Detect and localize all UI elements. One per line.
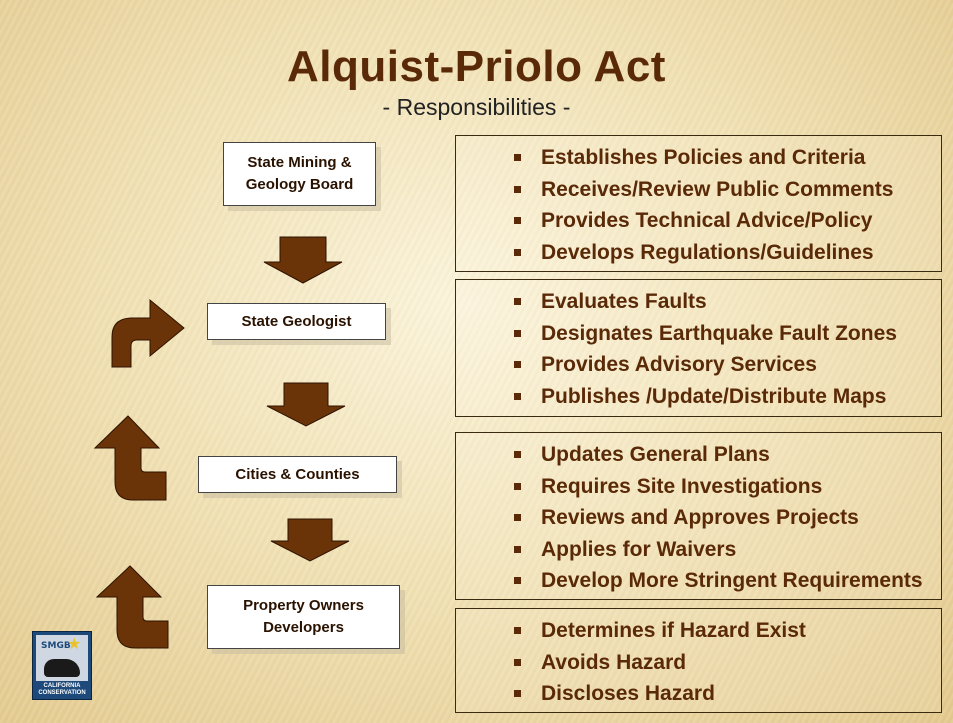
- list-item: Applies for Waivers: [456, 534, 941, 566]
- list-item: Updates General Plans: [456, 439, 941, 471]
- bear-icon: [44, 659, 80, 677]
- conservation-logo: SMGB ★ CALIFORNIA CONSERVATION: [32, 631, 92, 700]
- bullet-icon: [514, 482, 521, 490]
- bullet-icon: [514, 154, 521, 161]
- bullet-icon: [514, 658, 521, 666]
- list-item: Evaluates Faults: [456, 286, 941, 318]
- logo-initials: SMGB: [41, 641, 71, 651]
- list-item: Reviews and Approves Projects: [456, 502, 941, 534]
- down-arrow-icon: [263, 236, 343, 284]
- slide-subtitle: - Responsibilities -: [382, 94, 571, 120]
- bullet-icon: [514, 392, 521, 400]
- bullet-icon: [514, 545, 521, 553]
- curved-arrow-icon: [95, 565, 169, 649]
- list-item: Publishes /Update/Distribute Maps: [456, 381, 941, 413]
- logo-caption: CALIFORNIA CONSERVATION: [38, 683, 86, 696]
- curved-arrow-icon: [111, 298, 185, 368]
- bullet-icon: [514, 627, 521, 634]
- bullet-icon: [514, 298, 521, 305]
- list-item: Provides Advisory Services: [456, 349, 941, 381]
- role-label: Cities & Counties: [235, 465, 360, 483]
- role-box-state-geologist: State Geologist: [207, 303, 386, 340]
- list-item: Avoids Hazard: [456, 647, 941, 679]
- responsibility-list: Determines if Hazard Exist Avoids Hazard…: [456, 615, 941, 710]
- list-item: Requires Site Investigations: [456, 471, 941, 503]
- role-label: Property Owners Developers: [243, 597, 364, 636]
- list-item: Establishes Policies and Criteria: [456, 142, 941, 174]
- bullet-icon: [514, 329, 521, 337]
- list-item: Develops Regulations/Guidelines: [456, 237, 941, 269]
- bullet-icon: [514, 451, 521, 458]
- responsibility-panel-geologist: Evaluates Faults Designates Earthquake F…: [455, 279, 942, 417]
- role-box-cities-counties: Cities & Counties: [198, 456, 397, 493]
- role-label: State Geologist: [241, 312, 352, 330]
- list-item: Determines if Hazard Exist: [456, 615, 941, 647]
- list-item: Designates Earthquake Fault Zones: [456, 318, 941, 350]
- slide-title: Alquist-Priolo Act: [287, 42, 666, 91]
- responsibility-panel-cities: Updates General Plans Requires Site Inve…: [455, 432, 942, 600]
- list-item: Provides Technical Advice/Policy: [456, 205, 941, 237]
- list-item: Discloses Hazard: [456, 678, 941, 710]
- responsibility-panel-board: Establishes Policies and Criteria Receiv…: [455, 135, 942, 272]
- responsibility-list: Updates General Plans Requires Site Inve…: [456, 439, 941, 597]
- bullet-icon: [514, 514, 521, 521]
- bullet-icon: [514, 690, 521, 697]
- bullet-icon: [514, 577, 521, 584]
- list-item: Receives/Review Public Comments: [456, 174, 941, 206]
- list-item: Develop More Stringent Requirements: [456, 565, 941, 597]
- curved-arrow-icon: [93, 415, 167, 501]
- responsibility-list: Evaluates Faults Designates Earthquake F…: [456, 286, 941, 412]
- role-box-property-owners: Property Owners Developers: [207, 585, 400, 649]
- down-arrow-icon: [270, 518, 350, 562]
- bullet-icon: [514, 361, 521, 368]
- responsibility-panel-owners: Determines if Hazard Exist Avoids Hazard…: [455, 608, 942, 713]
- down-arrow-icon: [266, 382, 346, 427]
- star-icon: ★: [67, 636, 82, 653]
- logo-emblem: SMGB: [36, 635, 88, 681]
- bullet-icon: [514, 185, 521, 193]
- role-box-state-mining-board: State Mining & Geology Board: [223, 142, 376, 206]
- role-label: State Mining & Geology Board: [245, 154, 354, 193]
- responsibility-list: Establishes Policies and Criteria Receiv…: [456, 142, 941, 268]
- bullet-icon: [514, 217, 521, 224]
- bullet-icon: [514, 248, 521, 256]
